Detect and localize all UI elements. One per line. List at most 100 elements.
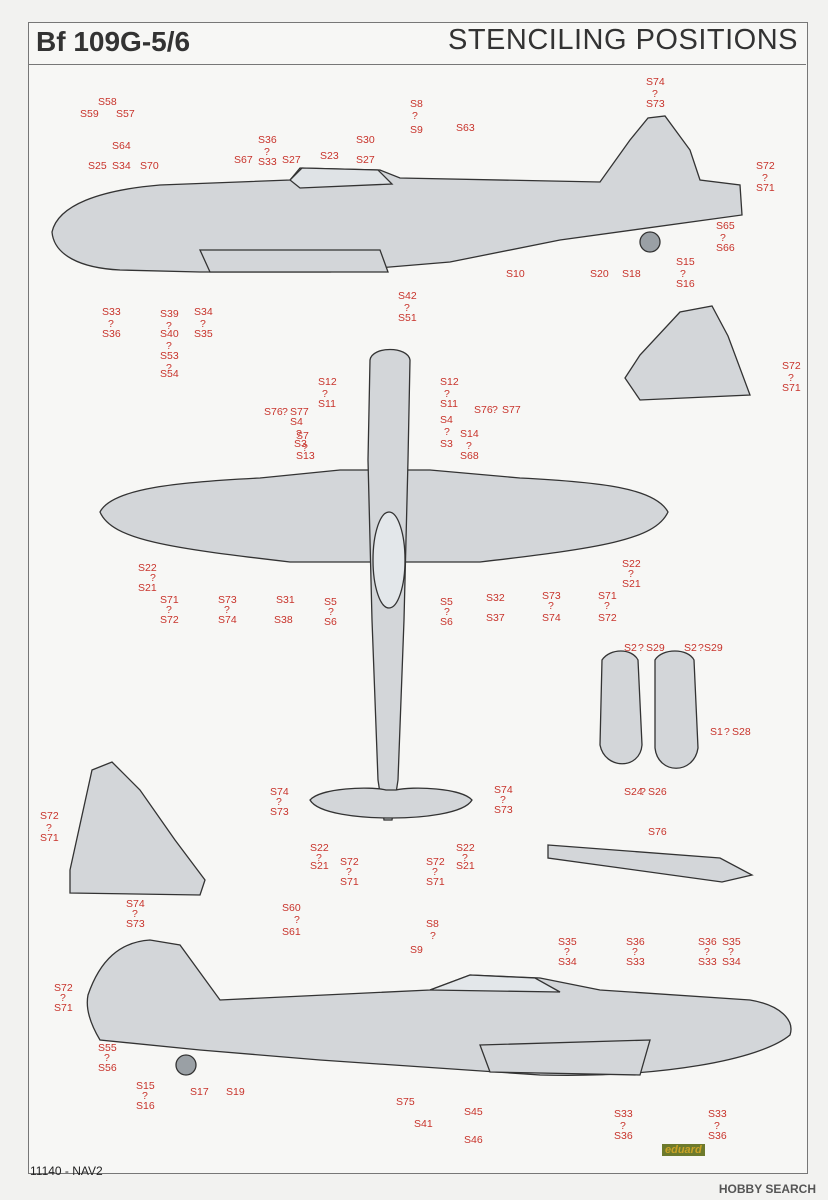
stencil-label: S33	[708, 1108, 727, 1120]
stencil-label: S33	[258, 156, 277, 168]
stencil-label: S36	[626, 936, 645, 948]
stencil-label: S6	[440, 616, 453, 628]
stencil-label: S22	[456, 842, 475, 854]
stencil-label: S76	[648, 826, 667, 838]
watermark: HOBBY SEARCH	[718, 1182, 816, 1196]
stencil-label: S21	[456, 860, 475, 872]
stencil-label: S72	[160, 614, 179, 626]
stencil-label: S3	[440, 438, 453, 450]
stencil-label: S12	[440, 376, 459, 388]
stencil-label: S36	[708, 1130, 727, 1142]
stencil-label: S58	[98, 96, 117, 108]
stencil-label: S16	[676, 278, 695, 290]
stencil-label: ?	[328, 606, 334, 618]
stencil-label: S4	[440, 414, 453, 426]
stencil-label: S8	[426, 918, 439, 930]
stencil-label: S3	[294, 438, 307, 450]
stencil-label: S10	[506, 268, 525, 280]
stencil-label: S27	[356, 154, 375, 166]
stencil-label: S66	[716, 242, 735, 254]
stencil-label: S76	[474, 404, 493, 416]
stencil-label: ?	[224, 604, 230, 616]
stencil-label: S73	[542, 590, 561, 602]
stencil-label: ?	[492, 404, 498, 416]
stencil-label: S41	[414, 1118, 433, 1130]
page-title-section: STENCILING POSITIONS	[448, 24, 798, 56]
stencil-label: ?	[604, 600, 610, 612]
stencil-label: S35	[558, 936, 577, 948]
stencil-label: S71	[54, 1002, 73, 1014]
stencil-label: S46	[464, 1134, 483, 1146]
drop-tank-right	[654, 650, 699, 769]
stencil-label: S36	[102, 328, 121, 340]
stencil-label: S65	[716, 220, 735, 232]
stencil-label: S38	[274, 614, 293, 626]
stencil-label: ?	[728, 946, 734, 958]
stencil-label: ?	[444, 606, 450, 618]
sheet-code: 11140 - NAV2	[30, 1164, 103, 1178]
stencil-label: S71	[40, 832, 59, 844]
stencil-label: ?	[412, 110, 418, 122]
stencil-label: S61	[282, 926, 301, 938]
stencil-label: S73	[126, 918, 145, 930]
side-view-left-wing	[198, 249, 389, 273]
stencil-label: S74	[494, 784, 513, 796]
stencil-label: S45	[464, 1106, 483, 1118]
stencil-label: ?	[652, 88, 658, 100]
stencil-label: S25	[88, 160, 107, 172]
stencil-label: S73	[218, 594, 237, 606]
stencil-label: S36	[258, 134, 277, 146]
stencil-label: S71	[756, 182, 775, 194]
stencil-label: S19	[226, 1086, 245, 1098]
stencil-label: ?	[432, 866, 438, 878]
stencil-label: ?	[132, 908, 138, 920]
stencil-label: ?	[316, 852, 322, 864]
tail-fin-detail-left	[69, 761, 206, 896]
stencil-label: ?	[724, 726, 730, 738]
stencil-label: S20	[590, 268, 609, 280]
stencil-label: S22	[310, 842, 329, 854]
side-view-left-wheel	[639, 231, 661, 253]
stencil-label: S75	[396, 1096, 415, 1108]
stencil-label: S71	[598, 590, 617, 602]
stencil-label: S35	[722, 936, 741, 948]
stencil-label: S39	[160, 308, 179, 320]
side-view-left-fuselage	[51, 115, 743, 273]
stencil-label: ?	[166, 320, 172, 332]
stencil-label: S4	[290, 416, 303, 428]
stencil-label: ?	[166, 340, 172, 352]
stencil-label: S36	[698, 936, 717, 948]
stencil-label: S33	[102, 306, 121, 318]
stencil-label: S21	[138, 582, 157, 594]
stencil-label: ?	[294, 914, 300, 926]
stencil-label: ?	[444, 388, 450, 400]
stencil-label: S22	[138, 562, 157, 574]
stencil-label: S11	[318, 398, 336, 410]
stencil-label: S72	[340, 856, 359, 868]
stencil-label: ?	[720, 232, 726, 244]
stencil-label: ?	[296, 428, 302, 440]
stencil-label: ?	[444, 426, 450, 438]
stencil-label: S72	[426, 856, 445, 868]
stencil-label: S21	[622, 578, 641, 590]
stencil-label: S72	[54, 982, 73, 994]
stencil-label: S74	[218, 614, 237, 626]
stencil-label: S77	[290, 406, 309, 418]
stencil-label: S28	[732, 726, 751, 738]
stencil-label: S42	[398, 290, 417, 302]
stencil-label: S72	[756, 160, 775, 172]
stencil-label: S2	[624, 642, 637, 654]
stencil-label: S15	[136, 1080, 155, 1092]
stencil-label: S30	[356, 134, 375, 146]
stencil-label: ?	[632, 946, 638, 958]
stencil-label: ?	[322, 388, 328, 400]
stencil-label: S72	[40, 810, 59, 822]
stencil-label: ?	[698, 642, 704, 654]
stencil-label: ?	[680, 268, 686, 280]
stencil-label: S60	[282, 902, 301, 914]
plan-view-canopy	[372, 511, 406, 609]
stencil-label: S13	[296, 450, 315, 462]
stencil-label: ?	[166, 604, 172, 616]
stencil-label: S6	[324, 616, 337, 628]
